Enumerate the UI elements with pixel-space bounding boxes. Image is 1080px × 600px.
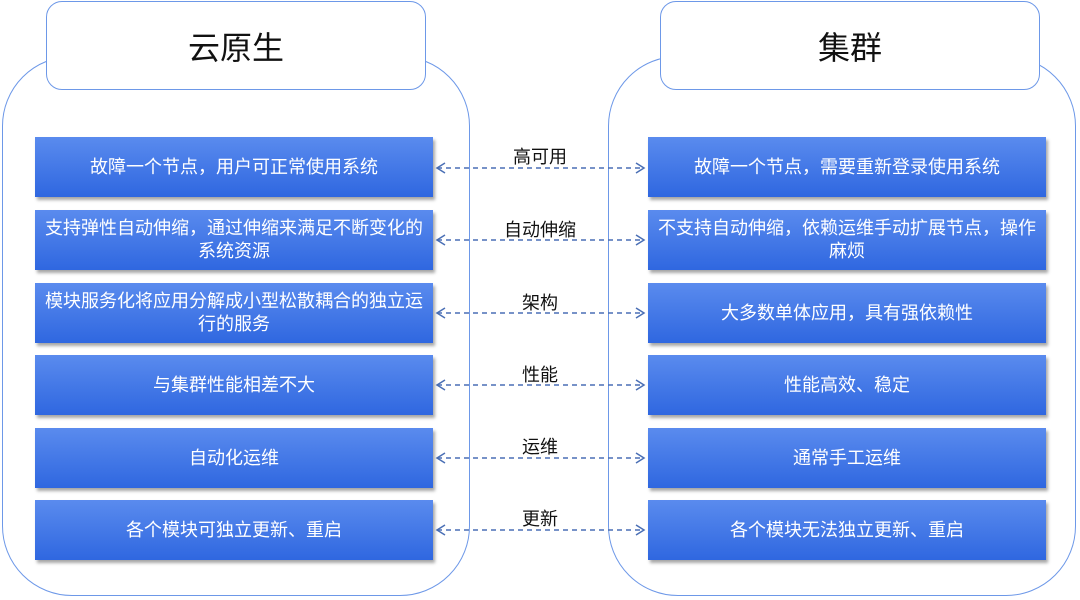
double-arrow-0 (435, 162, 646, 174)
double-arrow-5 (435, 524, 646, 536)
aspect-label-ha: 高可用 (513, 147, 567, 168)
arrowhead-right-icon (635, 307, 646, 319)
double-arrow-2 (435, 307, 646, 319)
aspect-label-ops: 运维 (522, 437, 558, 458)
cluster-card-ops: 通常手工运维 (648, 428, 1046, 488)
cluster-card-performance: 性能高效、稳定 (648, 355, 1046, 415)
cluster-card-architecture: 大多数单体应用，具有强依赖性 (648, 283, 1046, 343)
double-arrow-3 (435, 379, 646, 391)
cloud-native-card-ha: 故障一个节点，用户可正常使用系统 (35, 137, 433, 197)
arrowhead-left-icon (435, 307, 446, 319)
arrowhead-right-icon (635, 234, 646, 246)
cloud-native-card-ops: 自动化运维 (35, 428, 433, 488)
arrowhead-left-icon (435, 379, 446, 391)
cluster-card-update: 各个模块无法独立更新、重启 (648, 500, 1046, 560)
cloud-native-card-autoscale: 支持弹性自动伸缩，通过伸缩来满足不断变化的系统资源 (35, 210, 433, 270)
cluster-card-autoscale: 不支持自动伸缩，依赖运维手动扩展节点，操作麻烦 (648, 210, 1046, 270)
arrowhead-left-icon (435, 452, 446, 464)
cloud-native-card-update: 各个模块可独立更新、重启 (35, 500, 433, 560)
double-arrow-1 (435, 234, 646, 246)
arrowhead-left-icon (435, 162, 446, 174)
arrowhead-right-icon (635, 379, 646, 391)
arrowhead-left-icon (435, 234, 446, 246)
arrowhead-right-icon (635, 452, 646, 464)
aspect-label-update: 更新 (522, 509, 558, 530)
aspect-label-autoscale: 自动伸缩 (504, 220, 576, 241)
cluster-title: 集群 (660, 1, 1040, 90)
aspect-label-architecture: 架构 (522, 293, 558, 314)
aspect-label-performance: 性能 (522, 365, 558, 386)
cloud-native-card-performance: 与集群性能相差不大 (35, 355, 433, 415)
arrowhead-left-icon (435, 524, 446, 536)
cloud-native-title: 云原生 (46, 1, 426, 90)
arrowhead-right-icon (635, 162, 646, 174)
double-arrow-4 (435, 452, 646, 464)
arrowhead-right-icon (635, 524, 646, 536)
cluster-card-ha: 故障一个节点，需要重新登录使用系统 (648, 137, 1046, 197)
cloud-native-card-architecture: 模块服务化将应用分解成小型松散耦合的独立运行的服务 (35, 283, 433, 343)
